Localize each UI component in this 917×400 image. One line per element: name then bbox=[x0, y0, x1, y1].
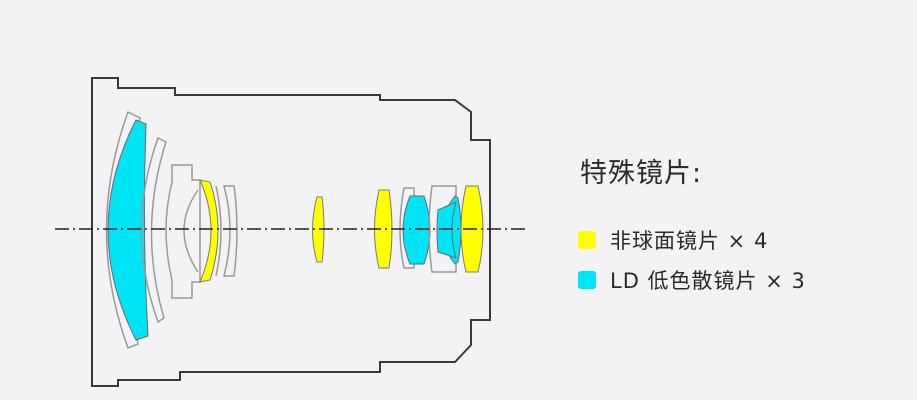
meniscus-element-outline bbox=[140, 136, 167, 324]
ld-element-2 bbox=[402, 195, 431, 265]
legend: 特殊镜片: 非球面镜片 × 4 LD 低色散镜片 × 3 bbox=[578, 156, 806, 300]
legend-item-ld: LD 低色散镜片 × 3 bbox=[578, 260, 806, 300]
legend-item-aspherical: 非球面镜片 × 4 bbox=[578, 220, 806, 260]
ld-swatch bbox=[578, 271, 596, 289]
aspherical-swatch bbox=[578, 231, 596, 249]
aspherical-element-3 bbox=[374, 189, 393, 269]
rear-group-outline-1 bbox=[399, 187, 415, 269]
rear-group-outline-2 bbox=[428, 185, 457, 273]
ld-element-front bbox=[107, 119, 149, 341]
thin-element-1 bbox=[215, 185, 222, 277]
inner-concave-element bbox=[183, 189, 199, 273]
lens-barrel-outline bbox=[91, 77, 491, 387]
legend-item-aspherical-label: 非球面镜片 × 4 bbox=[610, 229, 769, 253]
aspherical-element-2 bbox=[312, 196, 325, 263]
aspherical-element-1 bbox=[199, 179, 219, 283]
legend-item-ld-label: LD 低色散镜片 × 3 bbox=[610, 269, 806, 293]
inner-group-outline bbox=[165, 164, 201, 299]
ld-element-3b bbox=[436, 201, 457, 259]
thin-element-2 bbox=[223, 185, 238, 277]
legend-title: 特殊镜片: bbox=[580, 158, 703, 189]
